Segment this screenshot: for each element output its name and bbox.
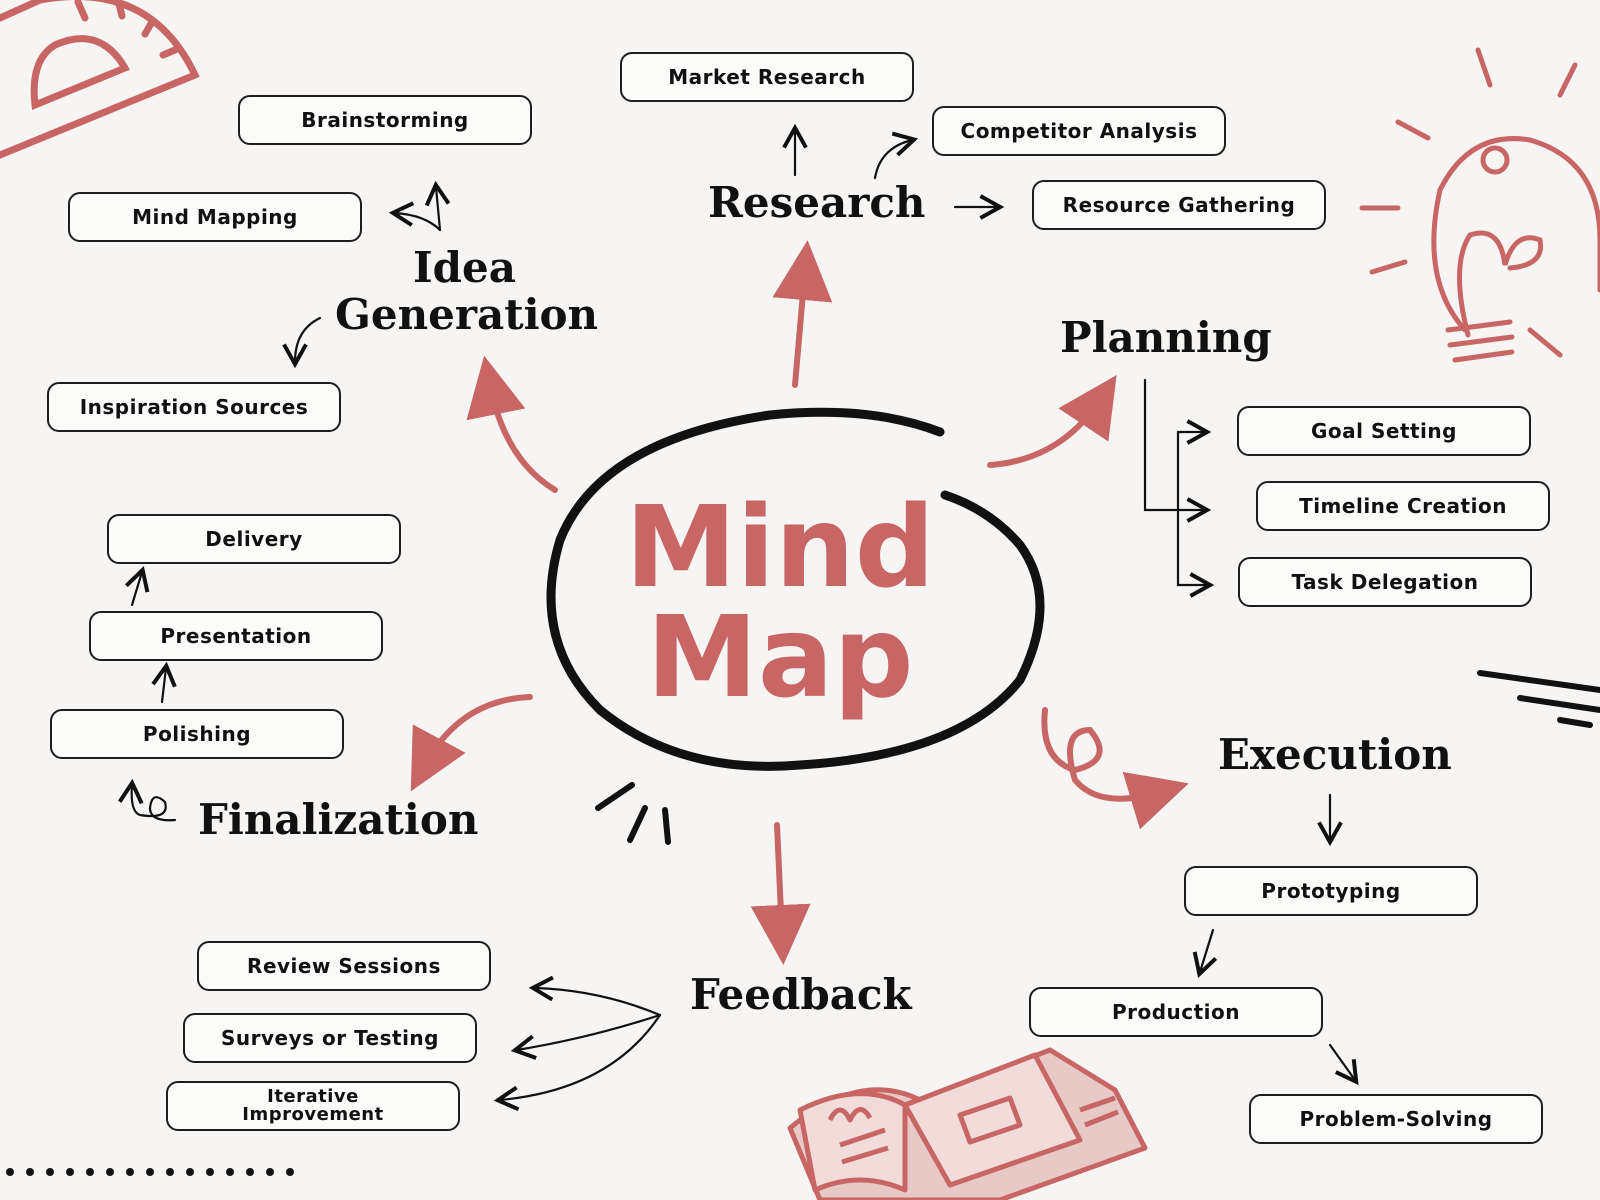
center-ellipse [546,407,1045,771]
center-title-line2: Map [646,593,914,724]
branch-feedback: Feedback [690,970,912,1019]
branch-research: Research [708,178,926,227]
node-problem-solving: Problem-Solving [1249,1094,1543,1144]
sparkle-lines-icon [1477,670,1600,728]
node-mind-mapping: Mind Mapping [68,192,362,242]
node-brainstorming: Brainstorming [238,95,532,145]
arrow-to-finalization [410,694,533,792]
node-resource-gathering: Resource Gathering [1032,180,1326,230]
node-delivery: Delivery [107,514,401,564]
protractor-icon [0,0,200,159]
branch-planning: Planning [1060,313,1272,362]
sparkle-lines-icon [595,782,671,845]
arrow-to-execution [1041,707,1189,830]
node-task-delegation: Task Delegation [1238,557,1532,607]
node-polishing: Polishing [50,709,344,759]
node-presentation: Presentation [89,611,383,661]
branch-idea-generation-line1: Idea [413,243,516,292]
arrow-to-idea-generation [466,355,558,493]
node-inspiration-sources: Inspiration Sources [47,382,341,432]
node-review-sessions: Review Sessions [197,941,491,991]
center-title-line1: Mind [625,483,935,613]
open-book-icon [787,1047,1148,1200]
node-goal-setting: Goal Setting [1237,406,1531,456]
node-iterative-line1: Iterative [267,1086,359,1107]
node-timeline-creation: Timeline Creation [1256,481,1550,531]
lightbulb-icon [1359,47,1600,363]
arrow-to-feedback [750,822,811,965]
node-competitor-analysis: Competitor Analysis [932,106,1226,156]
arrow-to-planning [987,375,1117,468]
center-title: Mind Map [600,483,960,724]
node-prototyping: Prototyping [1184,866,1478,916]
node-production: Production [1029,987,1323,1037]
branch-execution: Execution [1218,730,1452,779]
branch-finalization: Finalization [198,795,479,844]
arrow-to-research [772,240,833,388]
node-iterative-improvement: Iterative Improvement [166,1081,460,1131]
node-surveys-testing: Surveys or Testing [183,1013,477,1063]
branch-idea-generation-line2: Generation [335,290,599,339]
dotted-line-decoration [6,1168,294,1176]
node-iterative-line2: Improvement [242,1104,384,1125]
node-market-research: Market Research [620,52,914,102]
